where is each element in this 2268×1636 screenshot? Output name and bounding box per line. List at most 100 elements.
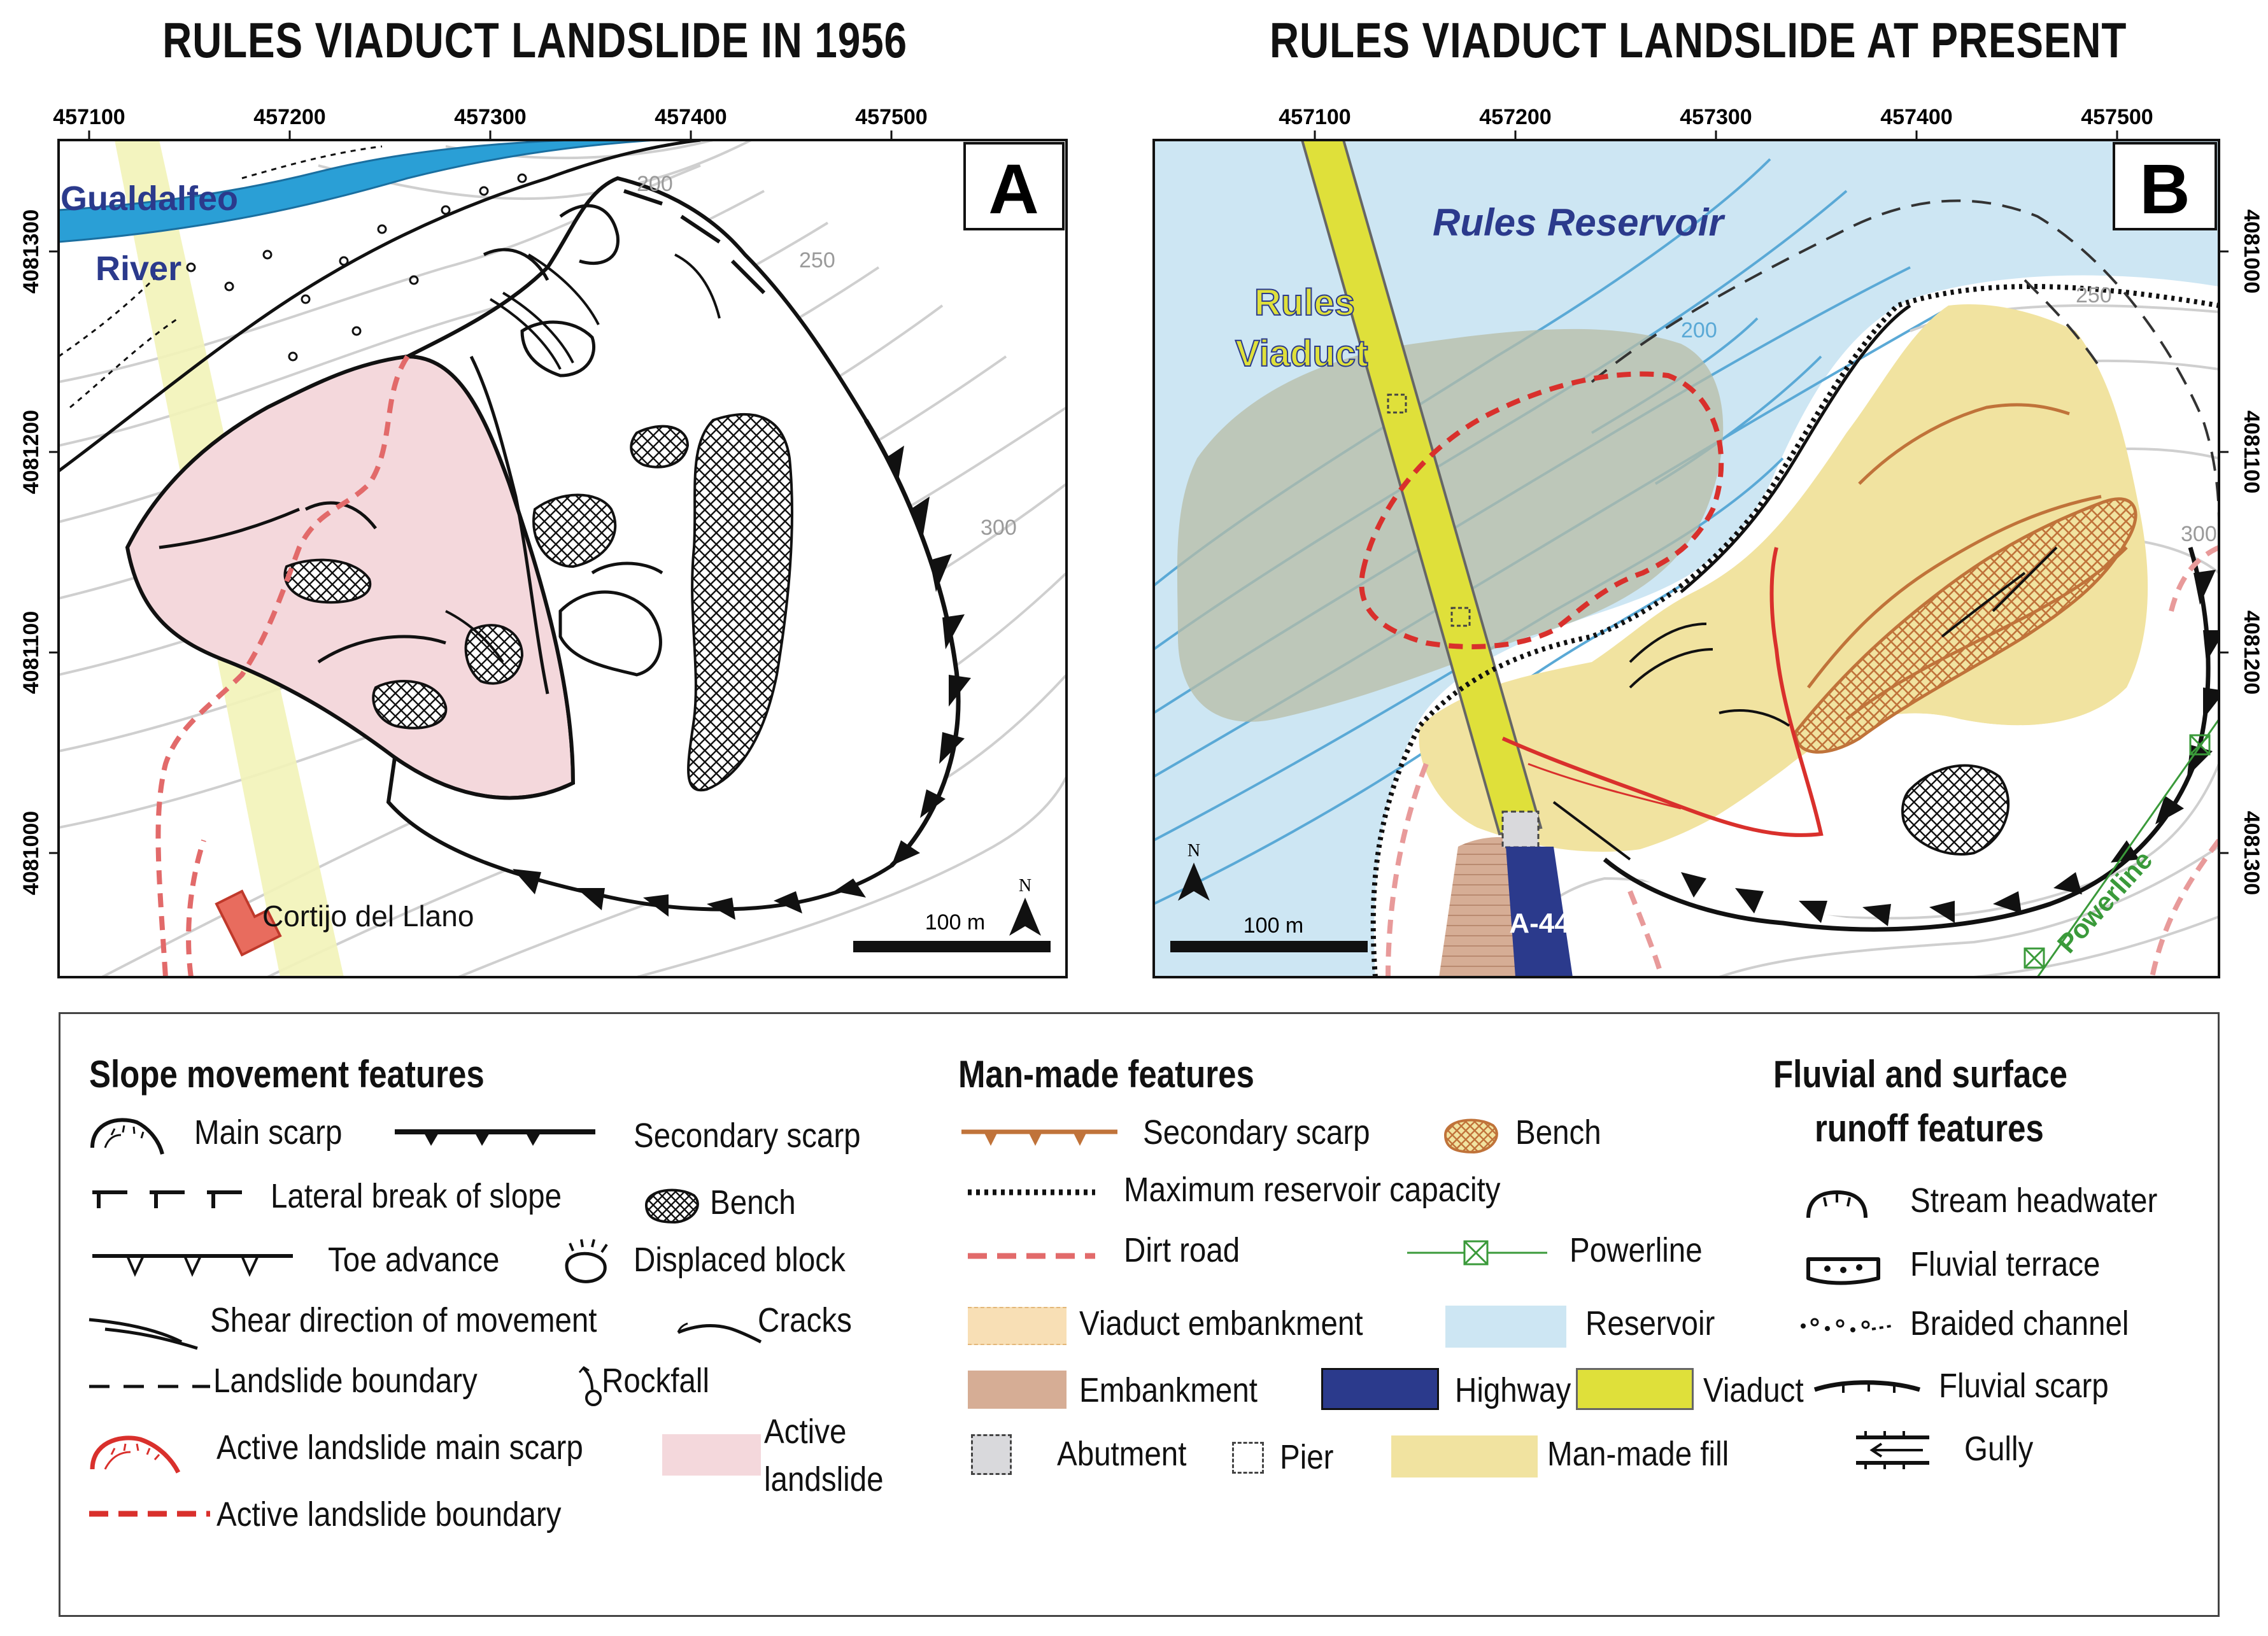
legend-viaduct-swatch <box>1576 1368 1694 1410</box>
panel-b-north-label: N <box>1187 841 1200 861</box>
legend-lateral-break-icon <box>92 1190 242 1208</box>
panel-b-contour-250: 250 <box>2076 283 2112 307</box>
panel-b-x-ticks: 457100 457200 457300 457400 457500 <box>1279 105 2153 129</box>
legend-braided-channel-icon <box>1801 1318 1892 1332</box>
legend-bench-icon <box>644 1188 699 1224</box>
legend-fluvial-heading-2: runoff features <box>1815 1107 2044 1150</box>
panel-b-cracks <box>1552 546 2058 861</box>
legend-shear-direction-label: Shear direction of movement <box>210 1301 597 1339</box>
panel-b-highway-label: A-44 <box>1509 908 1570 939</box>
legend-landslide-boundary-icon <box>89 1385 210 1388</box>
panel-b-x-tick: 457200 <box>1479 105 1551 129</box>
panel-b-north-arrow-icon <box>1178 863 1210 901</box>
legend-reservoir-swatch <box>1445 1306 1566 1348</box>
legend-manmade-fill-label: Man-made fill <box>1547 1435 1729 1473</box>
legend-active-landslide-swatch <box>662 1434 761 1476</box>
panel-b-ticks <box>1314 130 2229 854</box>
legend-embankment-label: Embankment <box>1079 1371 1258 1409</box>
legend-dirt-road-icon <box>968 1253 1095 1259</box>
legend-max-reservoir-label: Maximum reservoir capacity <box>1124 1171 1501 1209</box>
panel-a-x-tick: 457200 <box>253 105 325 129</box>
legend-cracks-icon <box>677 1322 762 1344</box>
panel-a-north-arrow-icon <box>1009 898 1041 936</box>
legend: Slope movement features Main scarp Secon… <box>59 1012 2220 1617</box>
panel-b-viaduct-label-2: Viaduct <box>1235 333 1368 374</box>
legend-cracks-label: Cracks <box>758 1301 852 1339</box>
panel-a-cracks <box>445 253 721 663</box>
legend-abutment-swatch <box>971 1434 1012 1475</box>
legend-manmade-secondary-scarp-icon <box>961 1129 1117 1146</box>
legend-powerline-icon <box>1407 1240 1547 1266</box>
legend-fluvial-heading-1: Fluvial and surface <box>1773 1053 2067 1096</box>
legend-displaced-block-icon <box>565 1239 608 1283</box>
panel-b-map: Rules Reservoir Rules Viaduct A-44 Power… <box>1154 140 2219 977</box>
legend-secondary-scarp-icon <box>395 1129 595 1146</box>
panel-a-north-label: N <box>1019 876 1031 896</box>
legend-shear-direction-icon <box>89 1318 198 1350</box>
panel-b-x-tick: 457100 <box>1279 105 1350 129</box>
legend-active-boundary-label: Active landslide boundary <box>216 1495 562 1534</box>
panel-a-main-scarp-teeth <box>513 446 971 920</box>
legend-viaduct-embankment-label: Viaduct embankment <box>1079 1304 1363 1343</box>
legend-main-scarp-icon <box>90 1118 164 1155</box>
panel-b-title: RULES VIADUCT LANDSLIDE AT PRESENT <box>1270 12 2127 68</box>
panel-b-y-tick: 4081300 <box>2239 811 2264 895</box>
panel-b-contour-300: 300 <box>2181 522 2217 546</box>
panel-a-y-tick: 4081300 <box>19 209 43 293</box>
legend-lateral-break-label: Lateral break of slope <box>271 1177 562 1215</box>
panel-a-scale-bar <box>853 941 1051 952</box>
maps-canvas: 200 250 300 Gualdalfeo River Cortijo del… <box>19 105 2264 978</box>
legend-viaduct-label: Viaduct <box>1703 1371 1804 1409</box>
legend-braided-channel-label: Braided channel <box>1910 1304 2129 1343</box>
panel-a-y-tick: 4081100 <box>19 611 43 695</box>
panel-a-frame <box>57 139 1068 978</box>
legend-embankment-swatch <box>968 1371 1067 1409</box>
panel-b-viaduct-label-1: Rules <box>1254 282 1355 323</box>
panel-b-scale-label: 100 m <box>1244 913 1304 938</box>
panel-a-x-ticks: 457100 457200 457300 457400 457500 <box>53 105 927 129</box>
legend-manmade-secondary-scarp-label: Secondary scarp <box>1143 1113 1370 1152</box>
panel-b-reservoir-label: Rules Reservoir <box>1433 201 1726 244</box>
panel-b-contour-200: 200 <box>1681 318 1717 342</box>
panel-b-frame <box>1152 139 2220 978</box>
panel-a-river-label-1: Gualdalfeo <box>60 180 238 218</box>
legend-powerline-label: Powerline <box>1570 1231 1703 1269</box>
legend-toe-advance-label: Toe advance <box>328 1241 500 1279</box>
panel-b-y-tick: 4081100 <box>2239 411 2264 494</box>
panel-a-scale-label: 100 m <box>925 910 986 934</box>
panel-a-ticks <box>49 130 893 854</box>
panel-b-main-scarp-teeth <box>1681 570 2219 926</box>
legend-manmade-bench-label: Bench <box>1515 1113 1601 1152</box>
legend-active-landslide-label-1: Active <box>764 1413 847 1451</box>
legend-displaced-block-label: Displaced block <box>634 1241 846 1279</box>
panel-a-contour-250: 250 <box>799 248 835 272</box>
panel-a-title: RULES VIADUCT LANDSLIDE IN 1956 <box>162 12 907 68</box>
panel-a-braided-channel <box>59 145 527 409</box>
legend-abutment-label: Abutment <box>1057 1435 1187 1473</box>
panel-a-x-tick: 457500 <box>855 105 927 129</box>
panel-a-x-tick: 457400 <box>655 105 726 129</box>
legend-gully-label: Gully <box>1964 1430 2034 1468</box>
legend-slope-heading: Slope movement features <box>89 1053 485 1096</box>
legend-highway-swatch <box>1321 1368 1439 1410</box>
panel-a-contour-200: 200 <box>637 172 673 196</box>
panel-a-farmhouse-label: Cortijo del Llano <box>262 899 474 933</box>
legend-fluvial-terrace-icon <box>1806 1257 1880 1285</box>
panel-b-y-ticks: 4081000 4081100 4081200 4081300 <box>2239 209 2264 895</box>
legend-fluvial-scarp-label: Fluvial scarp <box>1939 1367 2109 1405</box>
legend-max-reservoir-icon <box>968 1189 1095 1195</box>
panel-b-scale-bar <box>1170 941 1368 952</box>
legend-active-boundary-icon <box>89 1511 210 1517</box>
panel-a-x-tick: 457300 <box>454 105 526 129</box>
panel-b-letter: B <box>2139 150 2190 229</box>
legend-rockfall-icon <box>578 1366 602 1406</box>
legend-landslide-boundary-label: Landslide boundary <box>213 1362 478 1400</box>
panel-b-x-tick: 457500 <box>2081 105 2153 129</box>
panel-b-x-tick: 457400 <box>1880 105 1952 129</box>
legend-active-main-scarp-label: Active landslide main scarp <box>216 1428 583 1467</box>
legend-fluvial-terrace-label: Fluvial terrace <box>1910 1245 2101 1283</box>
legend-toe-advance-icon <box>92 1254 293 1277</box>
panel-b-powerline-towers <box>2023 734 2211 969</box>
panel-a-river-label-2: River <box>96 250 181 288</box>
legend-stream-headwater-icon <box>1806 1190 1868 1218</box>
